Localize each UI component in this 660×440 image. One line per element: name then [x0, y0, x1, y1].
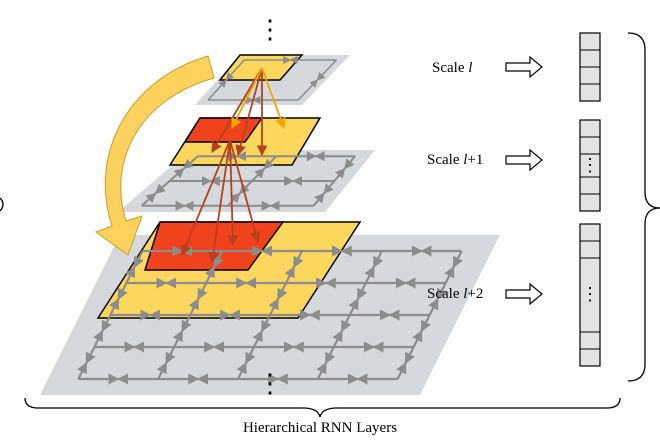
recurrent-arrow: [225, 59, 245, 81]
recurrent-arrow: [245, 346, 256, 364]
recurrent-arrow: [109, 298, 120, 316]
recurrent-arrow: [117, 282, 128, 300]
recurrent-arrow: [312, 192, 325, 207]
recurrent-arrow: [93, 330, 104, 348]
recurrent-arrow: [268, 298, 279, 316]
vector-dots-scale-l-plus-2: ⋮: [581, 284, 599, 304]
recurrent-arrow: [252, 330, 263, 348]
continuation-dots-bottom: ⋮: [257, 369, 283, 398]
recurrent-arrow: [239, 180, 253, 195]
recurrent-grid-arrows: [77, 245, 463, 385]
recurrent-arrow: [444, 266, 455, 284]
recurrent-arrow: [452, 250, 463, 268]
recurrent-arrow: [412, 330, 423, 348]
scale-label-l-plus-2: Scale l+2: [427, 286, 483, 302]
feature-vector-scale-l-plus-1: [579, 119, 601, 212]
recurrent-arrow: [236, 362, 247, 380]
recurrent-arrow: [101, 314, 112, 332]
recurrent-arrow: [140, 192, 157, 207]
recurrent-arrow: [356, 282, 368, 300]
recurrent-arrow: [323, 180, 336, 195]
recurrent-arrow: [284, 266, 295, 284]
recurrent-arrow: [165, 346, 176, 364]
feature-vector-scale-l-plus-2: [579, 223, 601, 367]
recurrent-arrow: [372, 250, 384, 268]
recurrent-arrow: [332, 330, 343, 348]
layer-scale-l: [195, 54, 350, 105]
vector-dots-scale-l-plus-1: ⋮: [581, 155, 599, 175]
layer-scale-l-plus-2: [40, 221, 500, 395]
recurrent-arrow: [324, 346, 336, 364]
recurrent-arrow: [85, 346, 96, 364]
recurrent-arrow: [261, 314, 272, 332]
recurrent-arrow: [226, 192, 241, 207]
big-curved-arrow: [94, 55, 215, 256]
scale-label-l: Scale l: [432, 60, 472, 76]
recurrent-arrow: [188, 298, 200, 316]
recurrent-arrow: [154, 180, 171, 195]
recurrent-arrow: [333, 167, 346, 182]
highlight-yellow-region: [218, 54, 304, 81]
inter-layer-arrows-top-to-middle: [211, 67, 286, 157]
recurrent-arrow: [133, 250, 144, 268]
recurrent-arrow: [182, 155, 199, 170]
recurrent-arrow: [204, 266, 216, 284]
continuation-dots-top: ⋮: [257, 15, 283, 44]
recurrent-arrow: [297, 79, 318, 101]
feature-vector-scale-l: [579, 32, 601, 102]
recurrent-arrow: [263, 155, 278, 170]
recurrent-arrow: [340, 314, 352, 332]
recurrent-arrow: [277, 282, 288, 300]
recurrent-arrow: [156, 362, 168, 380]
recurrent-arrow: [293, 250, 304, 268]
recurrent-arrow: [420, 314, 431, 332]
recurrent-arrow: [77, 362, 88, 380]
recurrent-arrow: [348, 298, 359, 316]
right-arrow-scale-l: [505, 55, 543, 79]
recurrent-arrow: [169, 167, 185, 182]
hierarchical-rnn-layers-label: Hierarchical RNN Layers: [243, 420, 397, 436]
recurrent-arrow: [364, 266, 375, 284]
bottom-curly-brace: [24, 397, 621, 418]
recurrent-arrow: [251, 167, 265, 182]
scale-label-l-plus-1: Scale l+1: [427, 152, 483, 168]
recurrent-arrow: [197, 282, 208, 300]
recurrent-arrow: [404, 346, 415, 364]
recurrent-arrow: [181, 314, 192, 332]
right-arrow-scale-l-plus-2: [505, 282, 543, 306]
vector-column: [579, 223, 601, 367]
recurrent-arrow: [428, 298, 439, 316]
right-arrow-scale-l-plus-1: [505, 148, 543, 172]
recurrent-arrow: [207, 79, 227, 101]
recurrent-arrow: [343, 155, 356, 170]
recurrent-arrow: [172, 330, 184, 348]
inter-layer-arrows-middle-to-bottom: [180, 139, 261, 264]
vector-column: [579, 119, 601, 212]
recurrent-arrow: [125, 266, 136, 284]
right-curly-brace: [627, 32, 660, 382]
recurrent-arrow: [436, 282, 447, 300]
recurrent-arrow: [396, 362, 407, 380]
recurrent-arrow: [316, 362, 327, 380]
recurrent-arrow: [316, 59, 338, 81]
recurrent-grid-arrows: [207, 56, 338, 104]
left-brace-tip: [0, 197, 4, 212]
